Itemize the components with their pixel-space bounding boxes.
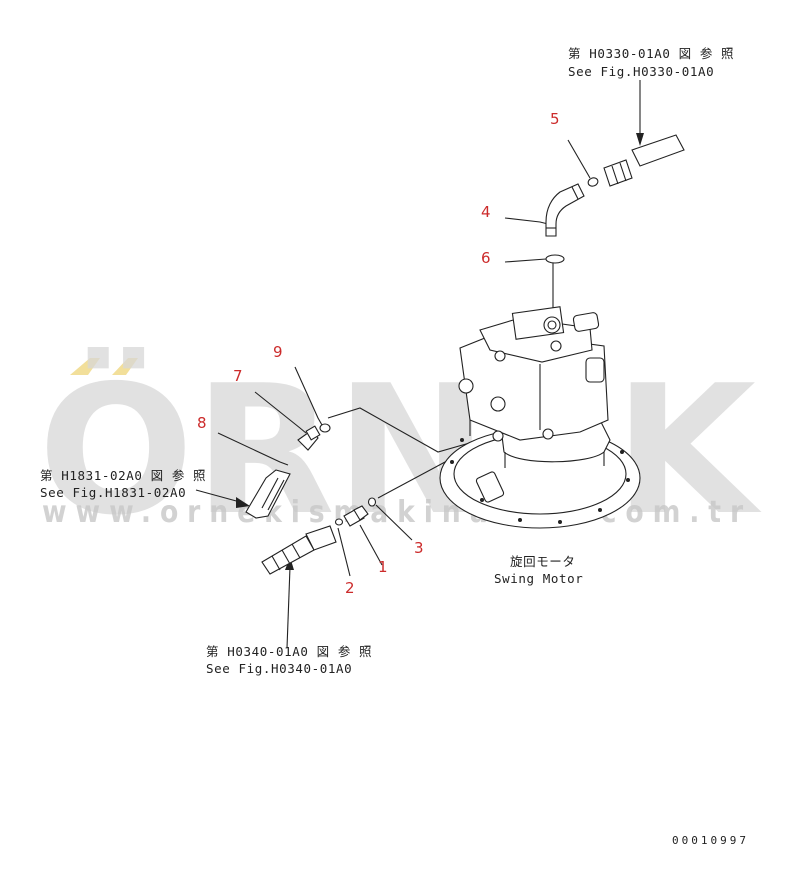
watermark: ÖRNEK www.ornekismakinalari.com.tr [38,347,762,554]
ref-top-en: See Fig.H0330-01A0 [568,64,714,79]
watermark-accent-left [70,358,100,375]
callout-1: 1 [378,558,388,576]
ref-bottom-en: See Fig.H0340-01A0 [206,661,352,676]
motor-label-en: Swing Motor [494,571,583,586]
callout-7: 7 [233,367,243,385]
motor-label-jp: 旋回モータ [510,554,576,569]
callout-4: 4 [481,203,491,221]
ref-left-en: See Fig.H1831-02A0 [40,485,186,500]
part-elbow-4 [545,183,585,237]
callout-8: 8 [197,414,207,432]
callout-5: 5 [550,110,560,128]
part-elbow-7 [297,425,321,451]
callout-6: 6 [481,249,491,267]
figure-code: 00010997 [672,834,749,847]
ref-left-jp: 第 H1831-02A0 図 参 照 [40,468,206,483]
part-hose-top [587,134,685,187]
part-oring-6 [545,254,565,264]
callout-9: 9 [273,343,283,361]
part-connector-1 [343,505,369,527]
watermark-brand: ÖRNEK [38,347,762,554]
swing-motor [439,306,641,529]
part-hose-bottom [261,525,337,575]
ref-top-jp: 第 H0330-01A0 図 参 照 [568,46,734,61]
callouts: 1 2 3 4 5 6 7 8 9 [197,110,560,597]
part-oring-9 [319,423,331,433]
callout-3: 3 [414,539,424,557]
ref-bottom-jp: 第 H0340-01A0 図 参 照 [206,644,372,659]
part-oring-3 [367,497,377,507]
watermark-accent-right [112,358,138,375]
callout-2: 2 [345,579,355,597]
part-hose-8 [245,469,291,519]
part-oring-2 [334,518,344,526]
